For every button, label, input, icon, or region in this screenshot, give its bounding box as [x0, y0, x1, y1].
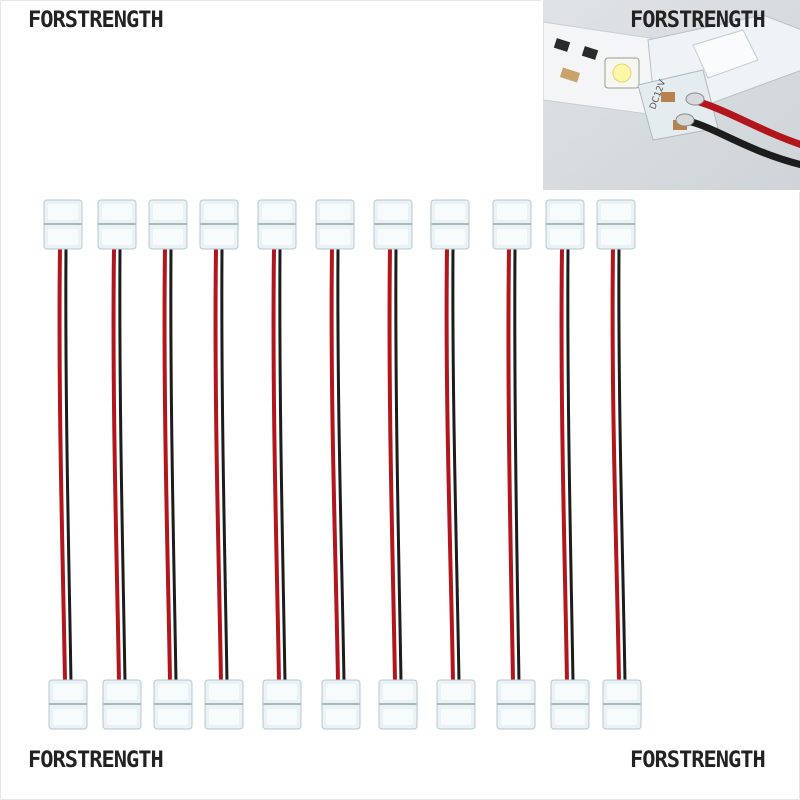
- watermark-top-left: FORSTRENGTH: [28, 8, 164, 33]
- black-wire: [451, 247, 461, 683]
- top-clip-connector: [315, 199, 355, 250]
- connector-cable: [545, 199, 590, 730]
- black-wire: [617, 247, 627, 683]
- top-clip-connector: [257, 199, 297, 250]
- black-wire: [336, 247, 346, 683]
- black-wire: [169, 247, 178, 683]
- connector-cable: [430, 199, 476, 730]
- bottom-clip-connector: [436, 679, 476, 730]
- connector-cable: [97, 199, 142, 730]
- top-clip-connector: [148, 199, 188, 250]
- red-wire: [111, 247, 121, 683]
- bottom-clip-connector: [262, 679, 302, 730]
- bottom-clip-connector: [153, 679, 193, 730]
- red-wire: [387, 247, 397, 683]
- top-clip-connector: [199, 199, 239, 250]
- red-wire: [57, 247, 67, 683]
- black-wire: [394, 247, 403, 683]
- watermark-top-right: FORSTRENGTH: [630, 8, 766, 33]
- red-wire: [610, 247, 621, 683]
- black-wire: [513, 247, 521, 683]
- connector-cable: [199, 199, 244, 730]
- inset-wires: [675, 92, 800, 169]
- inset-detail-photo: DC12V: [541, 0, 800, 192]
- top-clip-connector: [97, 199, 137, 250]
- connector-cable: [373, 199, 418, 730]
- top-clip-connector: [430, 199, 470, 250]
- top-clip-connector: [545, 199, 585, 250]
- connector-cable: [315, 199, 361, 730]
- red-wire: [444, 247, 455, 683]
- bottom-clip-connector: [602, 679, 642, 730]
- red-wire: [162, 247, 172, 683]
- watermark-bottom-left: FORSTRENGTH: [28, 748, 164, 773]
- connector-cable: [43, 199, 88, 730]
- led-strip-connector-closeup: DC12V: [543, 0, 800, 190]
- red-wire: [271, 247, 281, 683]
- black-wire: [220, 247, 229, 683]
- black-wire: [278, 247, 287, 683]
- bottom-clip-connector: [102, 679, 142, 730]
- bottom-clip-connector: [204, 679, 244, 730]
- bottom-clip-connector: [378, 679, 418, 730]
- red-wire: [213, 247, 223, 683]
- top-clip-connector: [596, 199, 636, 250]
- bottom-clip-connector: [496, 679, 536, 730]
- bottom-clip-connector: [48, 679, 88, 730]
- watermark-bottom-right: FORSTRENGTH: [630, 748, 766, 773]
- connector-cable: [492, 199, 536, 730]
- bottom-clip-connector: [321, 679, 361, 730]
- top-clip-connector: [43, 199, 83, 250]
- black-wire: [566, 247, 575, 683]
- top-clip-connector: [373, 199, 413, 250]
- black-wire: [64, 247, 73, 683]
- black-wire: [118, 247, 127, 683]
- red-wire: [506, 247, 515, 683]
- red-wire: [329, 247, 340, 683]
- red-wire: [559, 247, 569, 683]
- connector-cable: [148, 199, 193, 730]
- bottom-clip-connector: [550, 679, 590, 730]
- connector-cable: [257, 199, 302, 730]
- connector-cable: [596, 199, 642, 730]
- top-clip-connector: [492, 199, 532, 250]
- strip-clip-connector: DC12V: [637, 14, 800, 141]
